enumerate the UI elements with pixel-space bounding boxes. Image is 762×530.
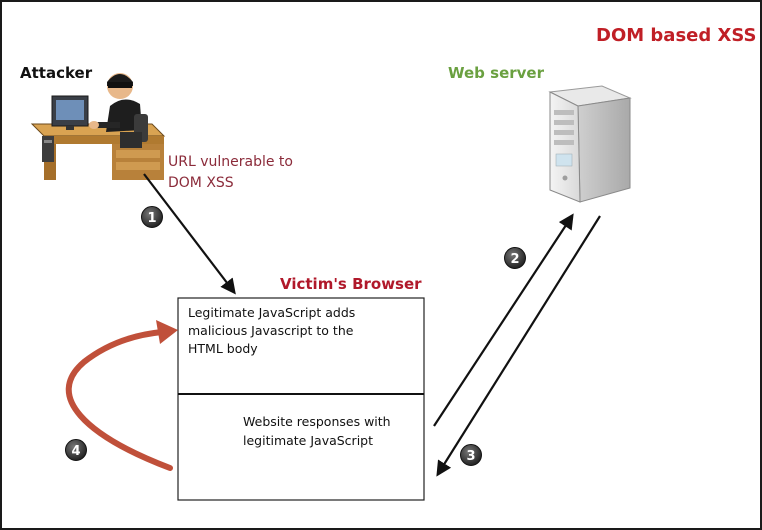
arrow-server-to-browser (436, 215, 601, 477)
step-number-4: 4 (71, 444, 80, 459)
web-server-label: Web server (448, 64, 544, 82)
victim-browser-label: Victim's Browser (280, 275, 422, 293)
bottom-section-line-2: legitimate JavaScript (243, 433, 374, 448)
arrow-browser-to-server (433, 213, 574, 427)
step-number-3: 3 (466, 449, 475, 464)
step-number-2: 2 (510, 252, 519, 267)
computer-monitor-icon (42, 95, 89, 162)
step-number-1: 1 (147, 211, 156, 226)
step-badge-1: 1 (141, 206, 163, 228)
top-section-line-1: Legitimate JavaScript adds (188, 305, 356, 320)
url-annotation-line-1: URL vulnerable to (168, 154, 293, 170)
attacker-illustration (30, 73, 166, 180)
hacker-figure (89, 73, 148, 148)
bottom-section-line-1: Website responses with (243, 414, 391, 429)
browser-bottom-section-text: Website responses with legitimate JavaSc… (243, 412, 391, 450)
browser-top-section-text: Legitimate JavaScript adds malicious Jav… (188, 304, 355, 358)
arrow-attacker-to-browser (143, 173, 236, 295)
web-server-illustration (548, 85, 632, 203)
diagram-title: DOM based XSS (596, 25, 757, 46)
attacker-label: Attacker (20, 64, 93, 82)
url-annotation: URL vulnerable to DOM XSS (168, 152, 293, 194)
victim-browser-box (177, 297, 425, 501)
top-section-line-3: HTML body (188, 341, 258, 356)
step-badge-2: 2 (504, 247, 526, 269)
top-section-line-2: malicious Javascript to the (188, 323, 354, 338)
step-badge-4: 4 (65, 439, 87, 461)
step-badge-3: 3 (460, 444, 482, 466)
url-annotation-line-2: DOM XSS (168, 175, 234, 191)
curved-arrow-step-4 (65, 320, 178, 471)
